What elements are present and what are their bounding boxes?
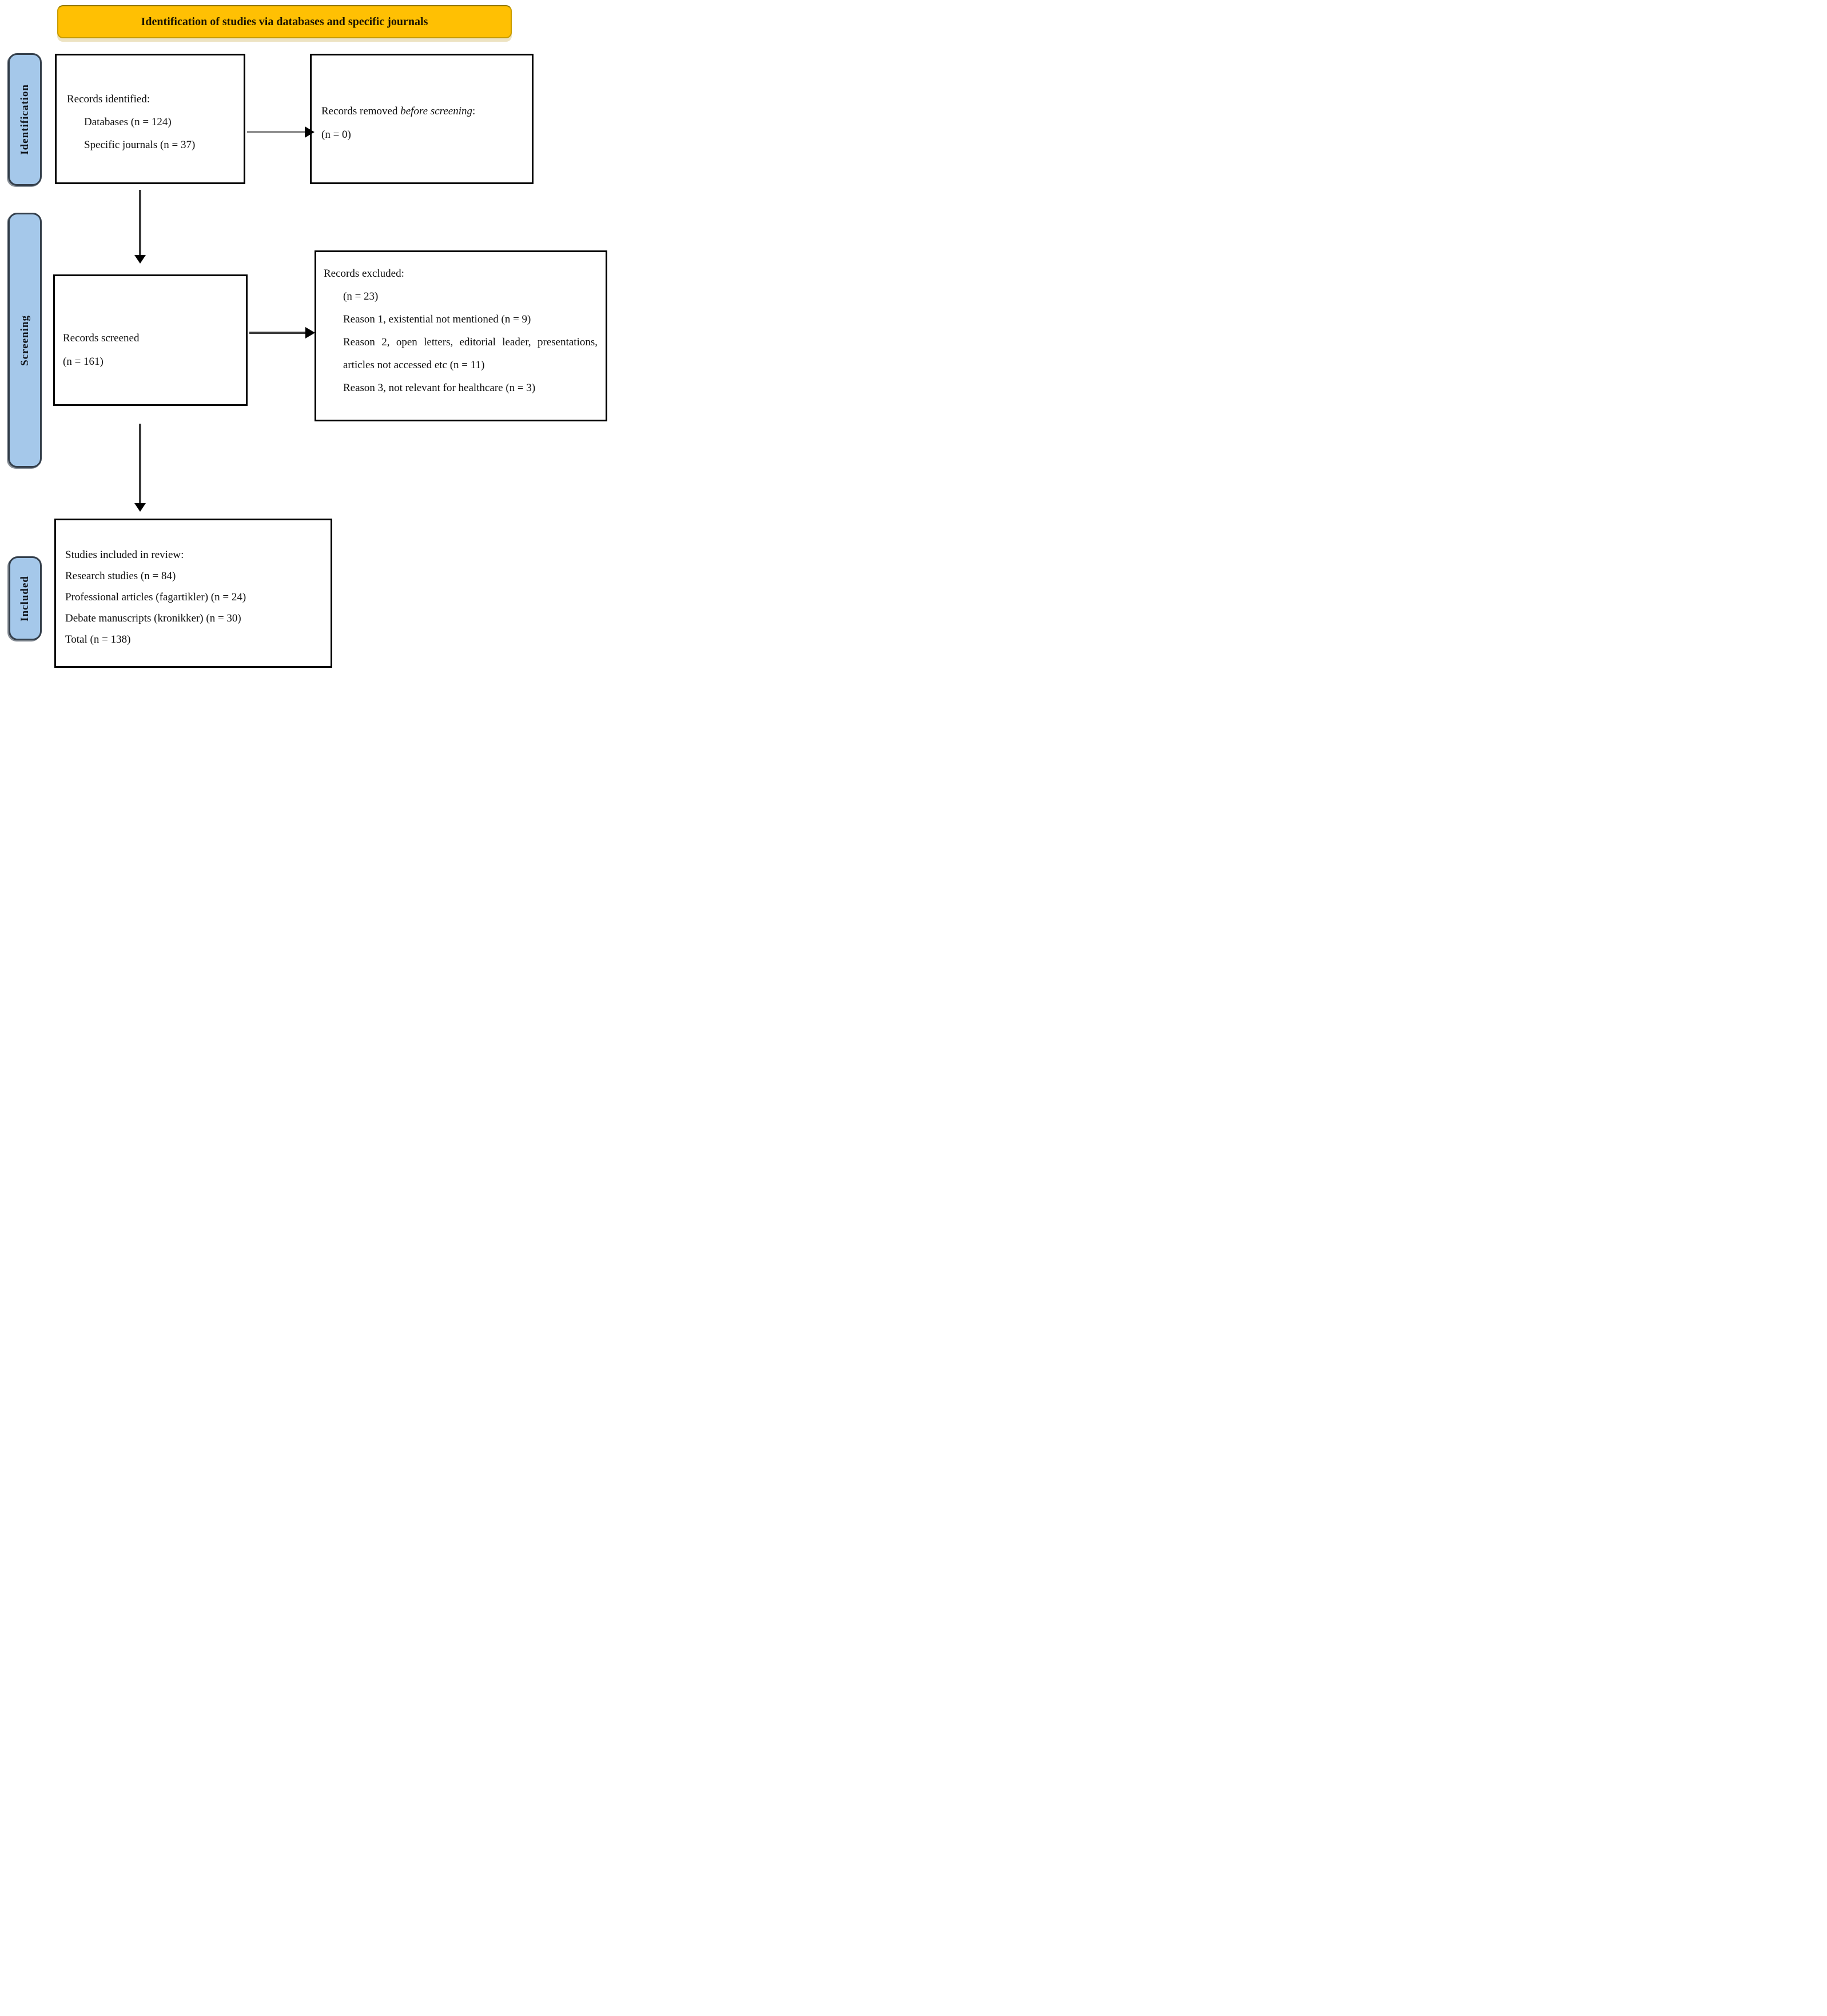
flow-chart-title: Identification of studies via databases … xyxy=(57,5,512,38)
arrow-screened-to-excluded-head-icon xyxy=(305,327,315,338)
stage-label-included: Included xyxy=(9,556,42,640)
records-excluded-box: Records excluded: (n = 23) Reason 1, exi… xyxy=(315,250,607,421)
stage-label-included-text: Included xyxy=(19,575,31,621)
records-removed-heading: Records removed before screening: xyxy=(321,99,525,123)
records-removed-suffix: : xyxy=(472,105,476,117)
records-excluded-count: (n = 23) xyxy=(343,290,379,302)
arrow-identified-to-screened-shaft xyxy=(139,190,141,256)
arrow-identified-to-removed-head-icon xyxy=(305,126,315,138)
arrow-identified-to-screened-head-icon xyxy=(134,255,146,264)
records-identified-databases: Databases (n = 124) xyxy=(84,116,172,128)
arrow-identified-to-removed-shaft xyxy=(247,131,305,133)
stage-label-screening: Screening xyxy=(8,213,42,468)
prisma-flow-diagram: Identification of studies via databases … xyxy=(0,0,609,672)
studies-included-research: Research studies (n = 84) xyxy=(65,570,176,582)
records-excluded-reason1: Reason 1, existential not mentioned (n =… xyxy=(343,313,531,325)
records-identified-box: Records identified: Databases (n = 124) … xyxy=(55,54,245,184)
records-excluded-reason2: Reason 2, open letters, editorial leader… xyxy=(343,336,598,371)
records-removed-italic: before screening xyxy=(400,105,472,117)
flow-chart-title-text: Identification of studies via databases … xyxy=(141,15,428,28)
records-screened-box: Records screened (n = 161) xyxy=(53,274,248,406)
arrow-screened-to-included-shaft xyxy=(139,424,141,504)
studies-included-box: Studies included in review: Research stu… xyxy=(54,519,332,668)
studies-included-professional: Professional articles (fagartikler) (n =… xyxy=(65,591,246,603)
arrow-screened-to-excluded-shaft xyxy=(249,332,306,334)
records-identified-journals: Specific journals (n = 37) xyxy=(84,139,196,151)
records-screened-count: (n = 161) xyxy=(63,356,104,368)
records-removed-box: Records removed before screening: (n = 0… xyxy=(310,54,534,184)
stage-label-identification-text: Identification xyxy=(18,84,31,155)
records-identified-heading: Records identified: xyxy=(67,93,150,105)
studies-included-debate: Debate manuscripts (kronikker) (n = 30) xyxy=(65,612,241,624)
studies-included-heading: Studies included in review: xyxy=(65,549,184,561)
records-excluded-reason3: Reason 3, not relevant for healthcare (n… xyxy=(343,382,536,394)
arrow-screened-to-included-head-icon xyxy=(134,503,146,512)
stage-label-screening-text: Screening xyxy=(18,314,31,366)
stage-label-identification: Identification xyxy=(8,53,42,186)
records-screened-heading: Records screened xyxy=(63,332,140,344)
records-excluded-heading: Records excluded: xyxy=(324,268,404,280)
records-removed-count: (n = 0) xyxy=(321,129,351,141)
studies-included-total: Total (n = 138) xyxy=(65,634,131,646)
records-removed-prefix: Records removed xyxy=(321,105,401,117)
